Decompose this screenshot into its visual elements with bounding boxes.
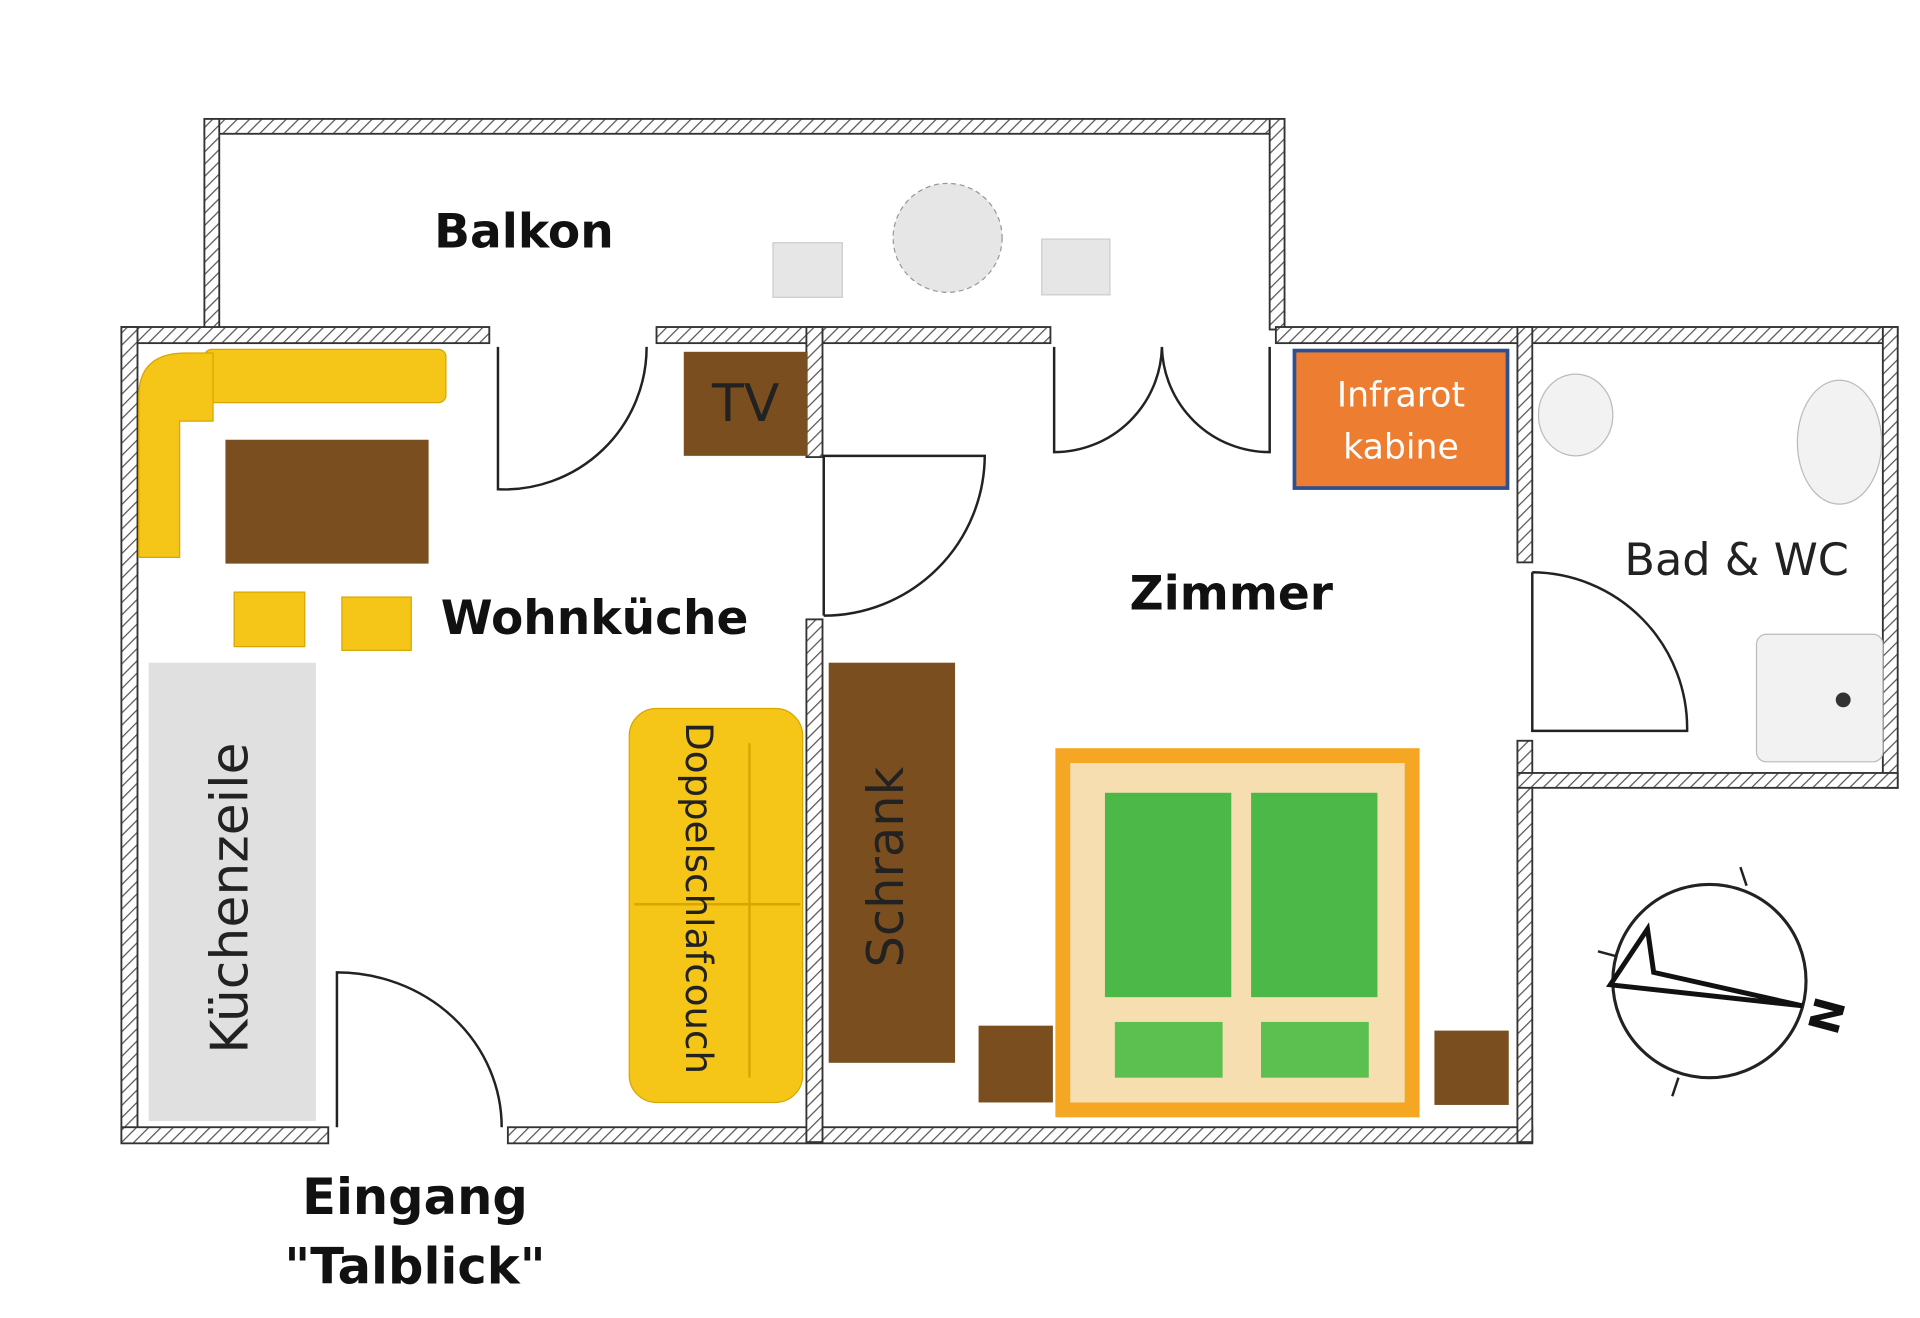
room-label-bad: Bad & WC (1624, 534, 1849, 586)
compass-north-label: N (1799, 992, 1855, 1039)
door-zimmer-left (822, 454, 987, 617)
zimmer-furniture (828, 348, 1510, 1118)
corner-sofa-top (203, 348, 447, 404)
entrance-label-line1: Eingang (302, 1168, 528, 1226)
compass-circle (1611, 882, 1808, 1080)
toilet (1537, 373, 1614, 457)
tv-label: TV (711, 374, 780, 434)
chair (341, 596, 412, 651)
walls (120, 117, 1899, 1145)
doors (335, 346, 1689, 1128)
balcony-chair (772, 242, 843, 298)
balcony-furniture (772, 182, 1111, 298)
mattress-left (1104, 792, 1232, 998)
coffee-table (225, 439, 429, 564)
pillow-left (1114, 1021, 1223, 1078)
chair (233, 591, 306, 648)
wohnkueche-furniture (138, 348, 808, 1122)
room-label-zimmer: Zimmer (1130, 566, 1334, 621)
bathroom-fixtures (1537, 373, 1884, 763)
infrared-label-line2: kabine (1343, 427, 1459, 467)
infrared-label-line1: Infrarot (1337, 375, 1465, 415)
door-wohnkueche-balkon (496, 346, 648, 491)
nightstand (1434, 1030, 1509, 1105)
pillow-right (1261, 1021, 1369, 1078)
door-bad (1531, 571, 1689, 733)
infrared-cabin (1292, 348, 1510, 490)
room-label-balkon: Balkon (434, 205, 614, 260)
kitchen-counter (148, 662, 316, 1122)
balcony-chair (1041, 238, 1111, 296)
nightstand (978, 1025, 1053, 1103)
room-label-wohnkueche: Wohnküche (441, 591, 749, 646)
entrance-label-line2: "Talblick" (284, 1237, 545, 1295)
mattress-right (1251, 792, 1378, 998)
entrance-door (335, 971, 503, 1128)
wardrobe-label: Schrank (857, 766, 915, 967)
balcony-table (892, 182, 1003, 293)
kitchen-label: Küchenzeile (201, 742, 261, 1053)
shower-tray (1755, 633, 1884, 763)
wardrobe (828, 662, 956, 1063)
corner-sofa-left (138, 352, 214, 559)
tv-unit (683, 351, 808, 456)
double-door-zimmer-balkon (1052, 346, 1271, 454)
compass-needle-icon (1605, 922, 1803, 1009)
compass: N (1597, 866, 1856, 1097)
couch-label: Doppelschlafcouch (677, 722, 720, 1074)
sink (1796, 379, 1883, 505)
